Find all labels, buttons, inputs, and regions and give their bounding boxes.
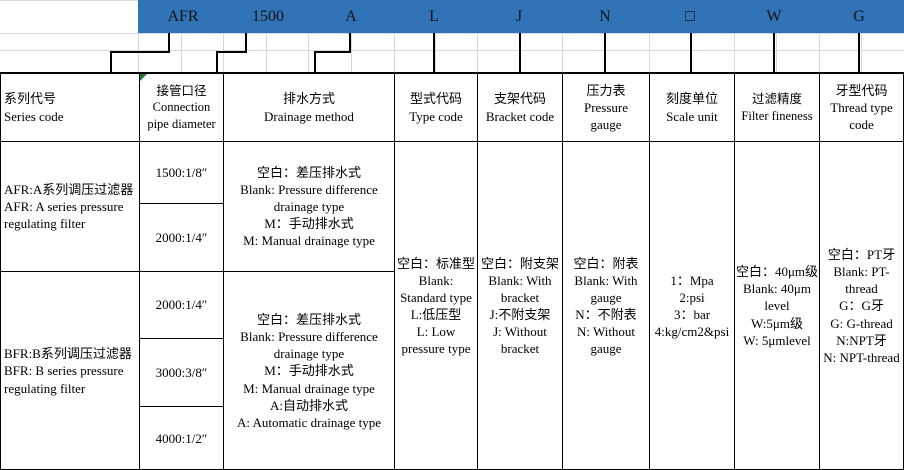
code-segment-drainage[interactable]: A [345,7,357,25]
gridline [266,33,267,72]
cell-diameter-2000b[interactable]: 2000:1/4″ [140,272,224,339]
cell-series-afr[interactable]: AFR:A系列调压过滤器 AFR: A series pressure regu… [1,142,140,272]
connector-line-diameter [245,33,247,53]
cell-drainage-bfr[interactable]: 空白：差压排水式 Blank: Pressure difference drai… [224,272,395,470]
code-segment-scale[interactable]: □ [685,7,695,25]
gridline [351,33,352,72]
cell-filter-fineness[interactable]: 空白：40μm级 Blank: 40μm level W:5μm级 W: 5μm… [735,142,820,470]
code-segment-thread[interactable]: G [853,7,865,25]
code-segment-type[interactable]: L [429,7,439,25]
connector-line-series [110,51,112,72]
model-code-bar: AFR 1500 A L J N □ W G [138,0,904,33]
gridline [0,50,904,51]
connector-line-thread [858,33,860,72]
connector-line-drainage [314,51,351,53]
gridline [734,33,735,72]
gridline [0,33,904,34]
connector-line-fineness [773,33,775,72]
cell-thread-type[interactable]: 空白：PT牙 Blank: PT- thread G：G牙 G: G-threa… [823,246,900,365]
connector-line-gauge [604,33,606,72]
product-code-table: 系列代号 Series code 接管口径 Connection pipe di… [0,72,904,470]
gridline [0,0,138,1]
column-header-series-code[interactable]: 系列代号 Series code [1,74,140,142]
connector-line-series [168,33,170,53]
code-segment-bracket[interactable]: J [515,7,523,25]
connector-line-diameter [216,51,247,53]
column-header-drainage-method[interactable]: 排水方式 Drainage method [224,74,395,142]
cell-type-code[interactable]: 空白：标准型 Blank: Standard type L:低压型 L: Low… [395,142,478,470]
gridline [308,33,309,72]
cell-diameter-2000a[interactable]: 2000:1/4″ [140,204,224,272]
gridline [649,33,650,72]
cell-series-bfr[interactable]: BFR:B系列调压过滤器 BFR: B series pressure regu… [1,272,140,470]
connector-line-drainage [314,51,316,72]
code-segment-series[interactable]: AFR [167,7,199,25]
cell-bracket-code[interactable]: 空白：附支架 Blank: With bracket J:不附支架 J: Wit… [478,142,563,470]
gridline [819,33,820,72]
connector-line-diameter [216,51,218,72]
column-header-filter-fineness[interactable]: 过滤精度 Filter fineness [735,74,820,142]
gridline [394,33,395,72]
column-header-pressure-gauge[interactable]: 压力表 Pressure gauge [563,74,650,142]
gridline [435,33,436,72]
column-header-pipe-diameter[interactable]: 接管口径 Connection pipe diameter [140,74,224,142]
connector-line-scale [690,33,692,72]
column-header-type-code[interactable]: 型式代码 Type code [395,74,478,142]
connector-line-bracket [519,33,521,72]
column-header-thread-type[interactable]: 牙型代码 Thread type code [820,74,903,142]
code-segment-fineness[interactable]: W [766,7,782,25]
gridline [776,33,777,72]
code-segment-diameter[interactable]: 1500 [252,7,284,25]
cell-diameter-3000[interactable]: 3000:3/8″ [140,339,224,407]
gridline [181,33,182,72]
error-indicator-triangle [140,74,147,81]
connector-line-type [433,33,435,72]
code-segment-gauge[interactable]: N [599,7,611,25]
cell-scale-unit[interactable]: 1：Mpa 2:psi 3：bar 4:kg/cm2&psi [650,142,735,470]
column-header-scale-unit[interactable]: 刻度单位 Scale unit [650,74,735,142]
gridline [861,33,862,72]
gridline [477,33,478,72]
column-header-bracket-code[interactable]: 支架代码 Bracket code [478,74,563,142]
cell-pressure-gauge[interactable]: 空白：附表 Blank: With gauge N：不附表 N: Without… [563,142,650,470]
cell-diameter-1500[interactable]: 1500:1/8″ [140,142,224,204]
connector-line-drainage [349,33,351,53]
cell-diameter-4000[interactable]: 4000:1/2″ [140,407,224,470]
cell-drainage-afr[interactable]: 空白：差压排水式 Blank: Pressure difference drai… [224,142,395,272]
gridline [562,33,563,72]
connector-line-series [110,51,170,53]
